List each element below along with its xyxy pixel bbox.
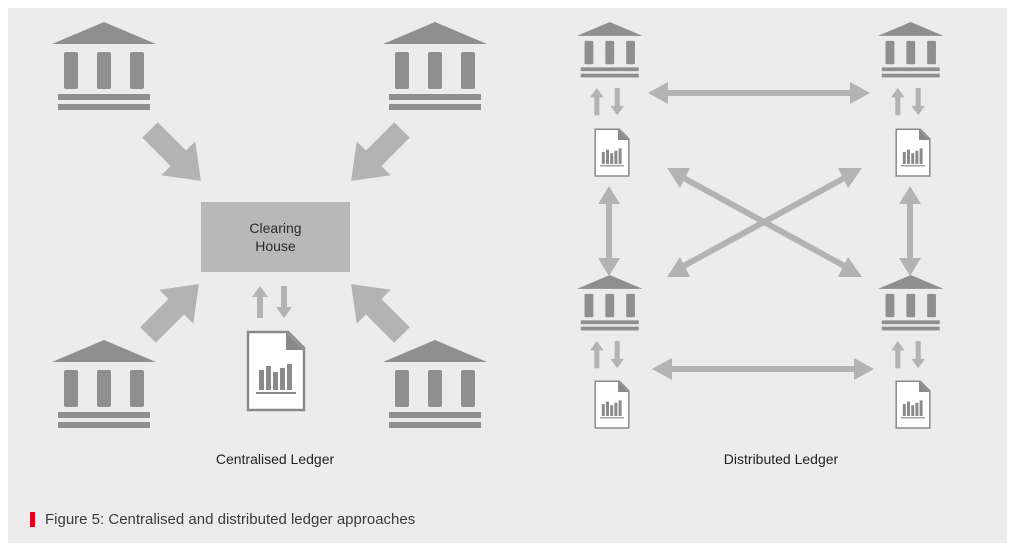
arrow-icon [133, 113, 218, 198]
arrow-icon [131, 267, 216, 352]
clearing-house-label: Clearing House [249, 220, 302, 254]
arrow-icon [899, 186, 921, 276]
centralised-ledger-label: Centralised Ledger [215, 451, 335, 467]
ledger-document-icon [594, 380, 630, 429]
bank-icon [52, 340, 156, 428]
bank-icon [577, 22, 643, 78]
ledger-document-icon [895, 380, 931, 429]
ledger-document-icon [246, 330, 306, 412]
arrow-icon [598, 186, 620, 276]
arrow-icon [667, 257, 690, 277]
arrow-icon [648, 82, 870, 104]
bank-icon [878, 22, 944, 78]
arrow-icon [334, 267, 419, 352]
bank-icon [383, 22, 487, 110]
up-down-arrows-icon [252, 286, 292, 318]
ledger-document-icon [895, 128, 931, 177]
arrow-icon [838, 168, 862, 188]
arrow-icon [667, 168, 690, 188]
arrow-icon [678, 173, 850, 271]
figure-caption: Figure 5: Centralised and distributed le… [30, 509, 415, 529]
centralised-ledger-section [52, 22, 487, 428]
bank-icon [577, 275, 643, 331]
bank-icon [52, 22, 156, 110]
distributed-ledger-section [577, 22, 944, 429]
distributed-ledger-label: Distributed Ledger [723, 451, 839, 467]
arrow-icon [652, 358, 874, 380]
up-down-arrows-icon [590, 341, 624, 369]
bank-icon [383, 340, 487, 428]
bank-icon [878, 275, 944, 331]
up-down-arrows-icon [891, 88, 925, 116]
ledger-document-icon [594, 128, 630, 177]
arrow-icon [334, 113, 419, 198]
caption-marker [30, 511, 35, 527]
caption-text: Figure 5: Centralised and distributed le… [45, 510, 416, 528]
up-down-arrows-icon [590, 88, 624, 116]
clearing-house-box [201, 202, 350, 272]
up-down-arrows-icon [891, 341, 925, 369]
arrow-icon [838, 257, 862, 277]
